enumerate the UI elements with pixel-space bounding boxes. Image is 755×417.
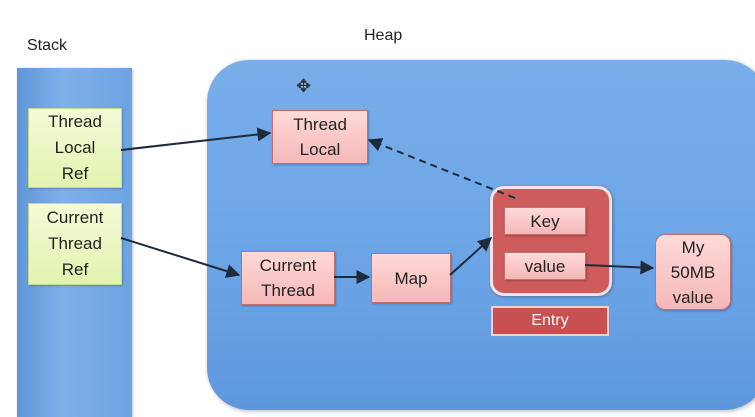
entry-label: Entry xyxy=(491,306,609,336)
map-box: Map xyxy=(371,253,451,303)
mouse-cursor-icon: ✥ xyxy=(296,76,312,96)
arrow-key-to-threadlocal-dashed xyxy=(367,138,516,199)
my-50mb-value-box: My 50MB value xyxy=(655,234,731,310)
thread-local-box: Thread Local xyxy=(272,110,368,164)
arrow-threadlocalref-to-threadlocal xyxy=(120,127,272,151)
key-box: Key xyxy=(504,207,586,235)
stack-title: Stack xyxy=(27,37,68,54)
current-thread-box: Current Thread xyxy=(241,251,335,305)
arrow-map-to-entry xyxy=(449,237,493,276)
arrow-currentthreadref-to-currentthread xyxy=(120,237,241,278)
thread-local-ref-box: Thread Local Ref xyxy=(28,108,122,188)
heap-title: Heap xyxy=(364,27,403,44)
value-box: value xyxy=(504,252,586,280)
arrow-value-to-mymb xyxy=(584,260,655,275)
current-thread-ref-box: Current Thread Ref xyxy=(28,203,122,285)
